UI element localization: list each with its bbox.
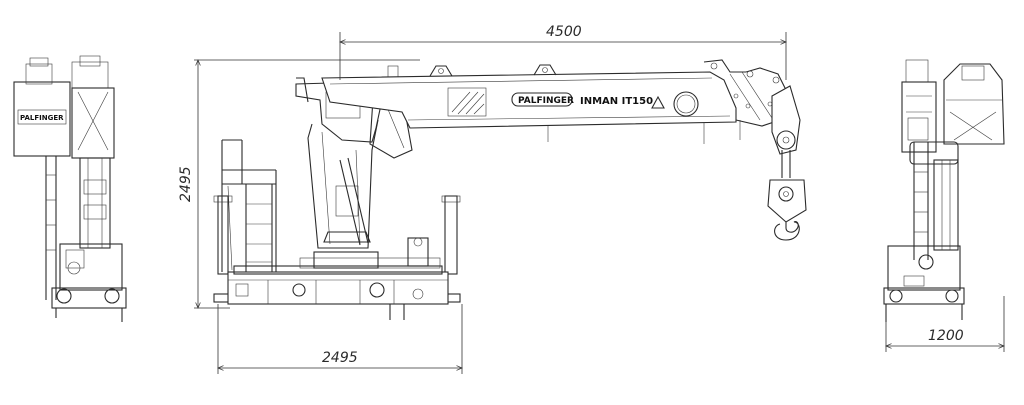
brand-label: PALFINGER (518, 96, 574, 106)
base-length-value: 2495 (322, 350, 358, 366)
model-label: INMAN IT150 (580, 96, 653, 107)
left-end-view: PALFINGER (13, 55, 127, 322)
right-end-view (883, 59, 1005, 322)
dimension-base-length: 2495 (218, 304, 462, 374)
left-view-brand-label: PALFINGER (20, 114, 64, 122)
width-value: 1200 (928, 328, 964, 344)
dimension-width: 1200 (886, 296, 1004, 352)
dimension-boom-reach: 4500 (340, 24, 786, 80)
boom-reach-value: 4500 (546, 24, 582, 40)
main-side-view: PALFINGER INMAN IT150 (213, 59, 807, 320)
height-value: 2495 (178, 166, 194, 202)
dimension-height: 2495 (178, 60, 420, 308)
